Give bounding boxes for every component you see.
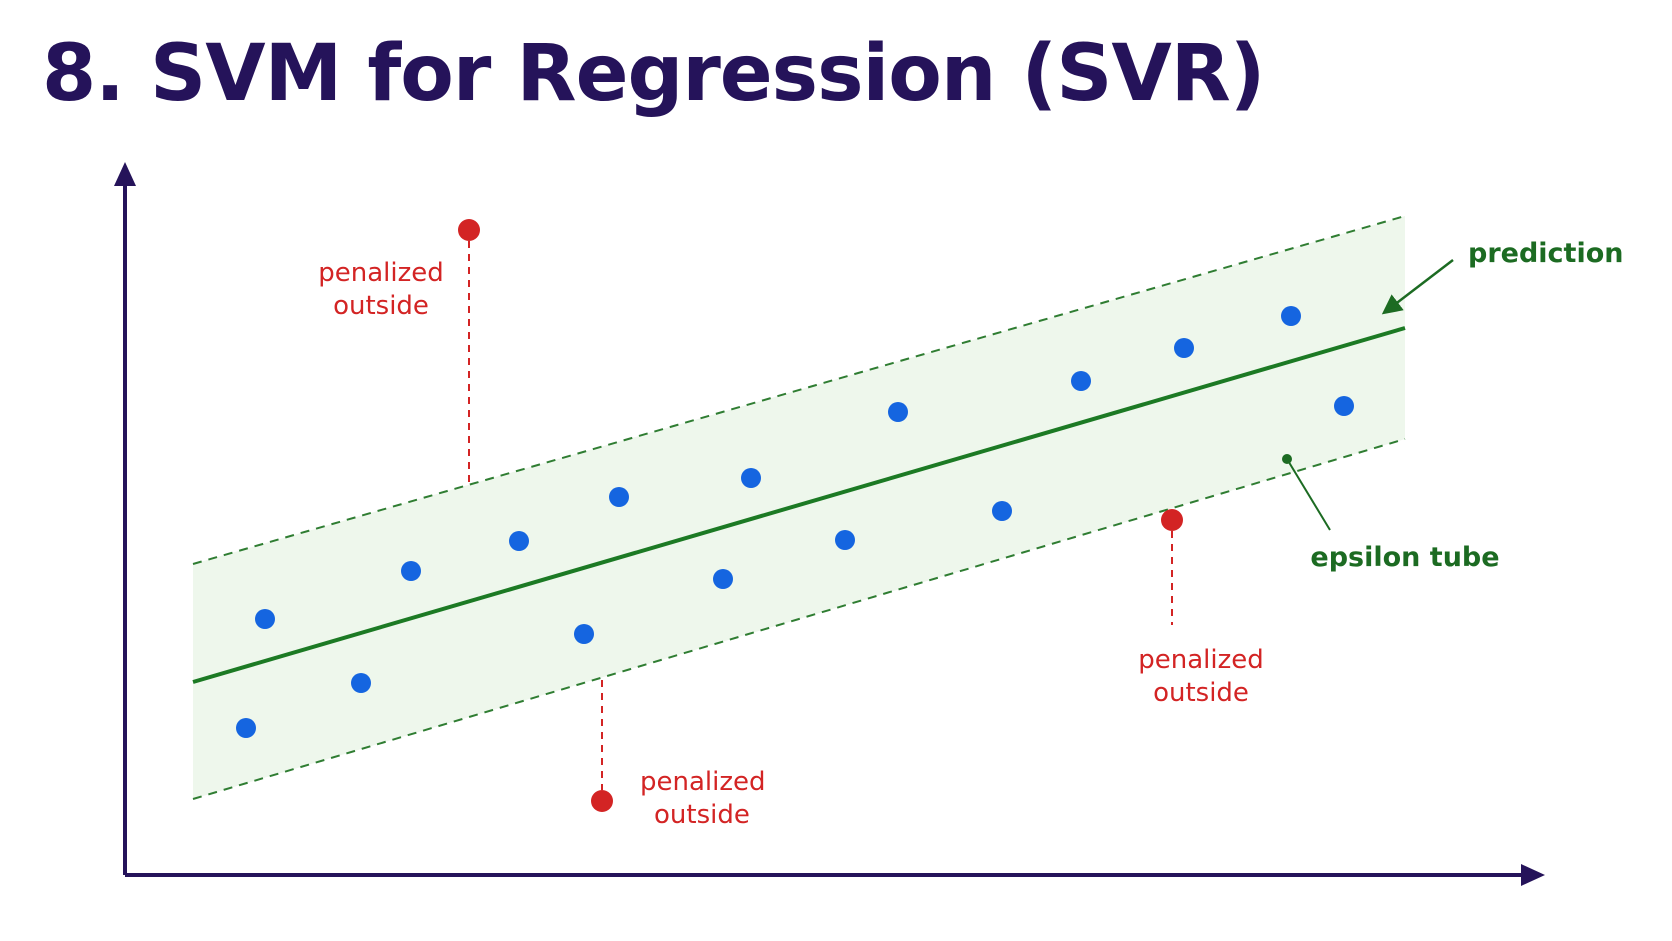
inlier-point xyxy=(741,468,761,488)
outlier-top: penalized outside xyxy=(318,219,480,484)
tube-upper-boundary xyxy=(192,215,1406,565)
tube-lower-boundary xyxy=(192,438,1406,800)
inlier-point xyxy=(609,487,629,507)
outlier-bottom: penalized outside xyxy=(591,680,766,830)
prediction-annotation: prediction xyxy=(1381,238,1623,315)
inlier-point xyxy=(236,718,256,738)
x-axis-arrowhead xyxy=(1521,864,1545,886)
outlier-label-line1: penalized xyxy=(318,258,444,288)
inlier-points xyxy=(236,306,1354,738)
outlier-label-line1: penalized xyxy=(1138,645,1264,675)
epsilon-tube-label: epsilon tube xyxy=(1310,542,1499,573)
outlier-label-line2: outside xyxy=(1153,678,1249,708)
epsilon-tube-band xyxy=(193,216,1405,799)
outlier-right: penalized outside xyxy=(1138,509,1264,708)
y-axis-arrowhead xyxy=(114,162,136,186)
inlier-point xyxy=(574,624,594,644)
prediction-line xyxy=(192,326,1406,684)
inlier-point xyxy=(351,673,371,693)
inlier-point xyxy=(1071,371,1091,391)
inlier-point xyxy=(992,501,1012,521)
epsilon-tube-annotation: epsilon tube xyxy=(1282,454,1500,573)
epsilon-tube-pointer-dot xyxy=(1282,454,1292,464)
outlier-label-line2: outside xyxy=(333,291,429,321)
outlier-label-line2: outside xyxy=(654,800,750,830)
slide-title: 8. SVM for Regression (SVR) xyxy=(42,29,1265,119)
inlier-point xyxy=(888,402,908,422)
inlier-point xyxy=(713,569,733,589)
inlier-point xyxy=(255,609,275,629)
outlier-label-line1: penalized xyxy=(640,767,766,797)
outlier-point xyxy=(1161,509,1183,531)
inlier-point xyxy=(835,530,855,550)
prediction-label: prediction xyxy=(1468,238,1623,269)
inlier-point xyxy=(1174,338,1194,358)
inlier-point xyxy=(509,531,529,551)
epsilon-tube-pointer xyxy=(1286,458,1331,531)
inlier-point xyxy=(1334,396,1354,416)
prediction-pointer xyxy=(1381,259,1454,315)
inlier-point xyxy=(1281,306,1301,326)
inlier-point xyxy=(401,561,421,581)
outlier-point xyxy=(591,790,613,812)
outlier-point xyxy=(458,219,480,241)
